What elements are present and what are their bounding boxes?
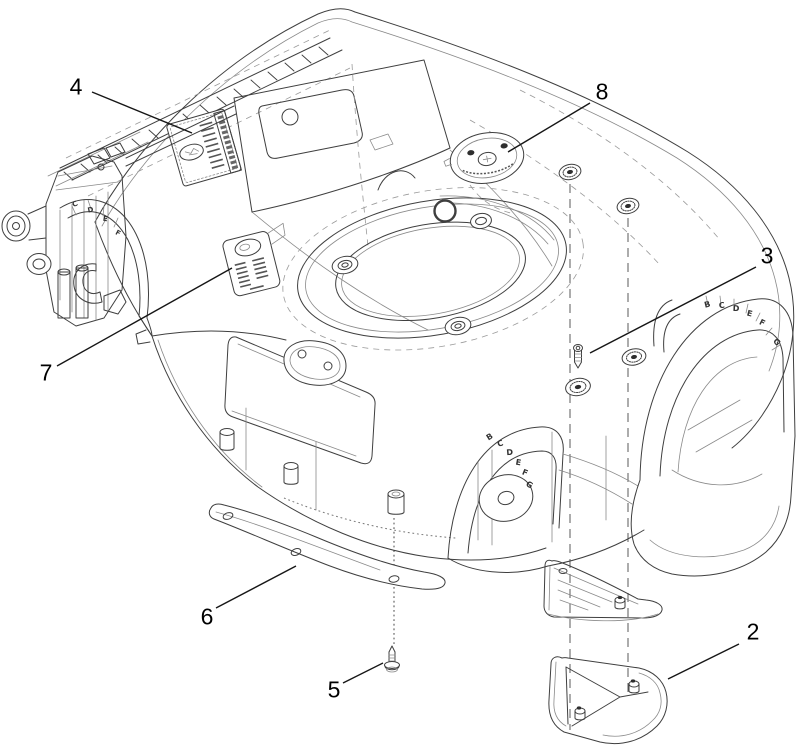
callout-4: 4 — [69, 73, 83, 100]
callout-3: 3 — [760, 242, 774, 269]
discharge-deflector — [548, 656, 668, 745]
rear-center-wheel-arch: B C D E F G — [447, 426, 564, 573]
height-letter: E — [102, 215, 108, 224]
rear-right-wheel-arch: B C D E F G — [630, 295, 796, 577]
callout-8: 8 — [595, 78, 609, 105]
callout-5: 5 — [327, 676, 341, 703]
ring-boss-bottom — [444, 316, 472, 336]
height-letter: C — [718, 301, 725, 311]
rear-tunnel — [547, 431, 645, 567]
height-letter: G — [524, 479, 534, 490]
danger-decal — [166, 108, 242, 187]
engine-mount-bracket — [1, 105, 237, 327]
height-letter: D — [87, 205, 95, 214]
height-letter: D — [733, 304, 740, 313]
grommet — [565, 377, 591, 397]
deflector-bracket — [543, 559, 663, 622]
front-left-wheel-arch: C D E F — [59, 199, 153, 345]
screw-boss — [387, 489, 405, 515]
washout-cap — [443, 132, 525, 184]
callout-6: 6 — [200, 603, 214, 630]
height-letter: F — [758, 318, 767, 329]
deck-housing — [94, 8, 795, 449]
height-letter: G — [771, 337, 782, 348]
front-skirt — [151, 330, 547, 561]
callout-leader-lines — [56, 91, 757, 684]
height-letter: F — [521, 467, 529, 477]
height-letter: B — [703, 299, 711, 309]
screw-3 — [573, 344, 583, 369]
instruction-decal — [222, 222, 286, 297]
skirt-boss — [219, 428, 235, 451]
ring-boss-left — [331, 255, 359, 275]
height-letter: E — [746, 309, 753, 319]
grommet — [558, 163, 582, 181]
height-letter: E — [515, 458, 522, 468]
height-letter: D — [506, 448, 514, 458]
height-letter: C — [496, 438, 504, 448]
grommet — [621, 348, 647, 366]
front-baffle-strip — [208, 503, 446, 590]
callout-7: 7 — [39, 359, 53, 386]
engine-mount-ring — [282, 187, 584, 351]
height-letter: B — [485, 431, 495, 442]
ring-port — [470, 212, 492, 230]
baffle-mount-pad — [283, 340, 347, 386]
screw-5 — [384, 645, 400, 673]
callout-2: 2 — [746, 618, 760, 645]
grommet — [616, 197, 640, 215]
alignment-dashed-lines — [393, 184, 629, 730]
height-letter: C — [71, 199, 79, 208]
rear-plate — [233, 59, 451, 247]
blade-bolt-hole — [433, 199, 457, 223]
height-letter: F — [114, 229, 122, 238]
skirt-boss — [283, 462, 299, 485]
